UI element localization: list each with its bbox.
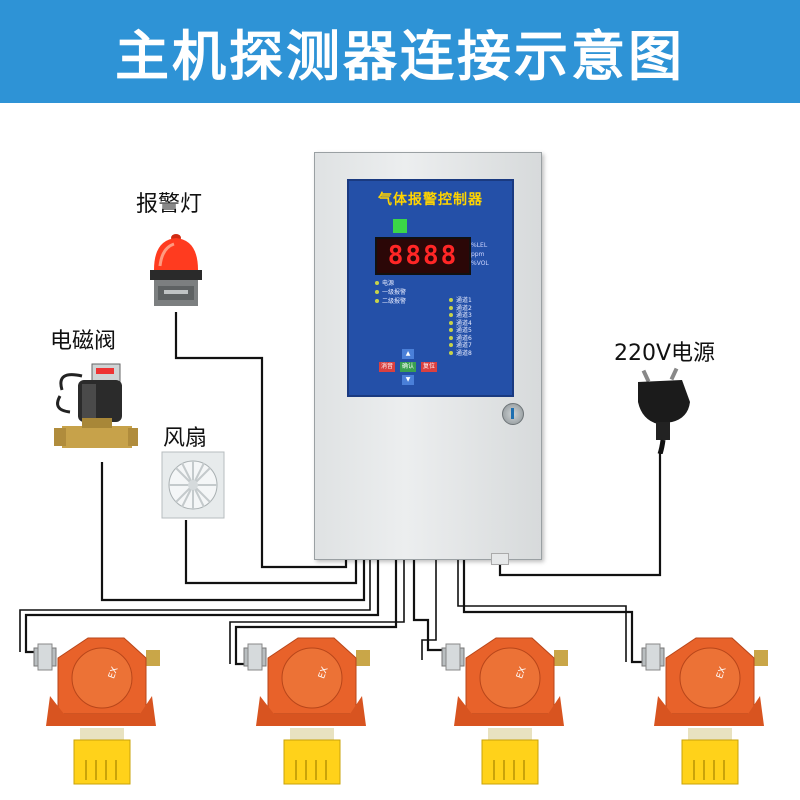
fan-icon: [161, 451, 225, 519]
wire-detector-4: [462, 558, 648, 664]
up-arrow-icon[interactable]: ▲: [402, 349, 414, 359]
gas-detector: EX: [436, 630, 576, 795]
channel-item: 通道4: [449, 320, 472, 328]
cable-gland: [491, 553, 509, 565]
silence-key[interactable]: 消音: [379, 362, 395, 372]
channel-item: 通道8: [449, 350, 472, 358]
reset-key[interactable]: 复位: [421, 362, 437, 372]
solenoid-valve-icon: [54, 363, 138, 448]
channel-list: 通道1 通道2 通道3 通道4 通道5 通道6 通道7 通道8: [449, 297, 472, 357]
status-alarm-1: 一级报警: [375, 288, 406, 297]
wire-valve: [100, 462, 366, 602]
keypad: ▲ 消音 确认 复位 ▼: [373, 349, 443, 389]
status-indicators: 电源 一级报警 二级报警: [375, 279, 406, 306]
detector-icon: [243, 637, 370, 785]
down-arrow-icon[interactable]: ▼: [402, 375, 414, 385]
wire-power: [498, 452, 662, 577]
channel-item: 通道1: [449, 297, 472, 305]
unit-vol: %VOL: [471, 260, 489, 267]
gas-detector: EX: [28, 630, 168, 795]
detector-icon: [641, 637, 768, 785]
key-lock-icon: [502, 403, 524, 425]
power-plug-icon: [638, 367, 690, 454]
power-label: 220V电源: [614, 341, 716, 366]
channel-item: 通道7: [449, 342, 472, 350]
fan-label: 风扇: [163, 426, 208, 451]
status-power: 电源: [375, 279, 406, 288]
title-banner: 主机探测器连接示意图: [0, 0, 800, 103]
alarm-lamp-label: 报警灯: [136, 192, 203, 217]
alarm-lamp-icon: [150, 234, 202, 306]
controller-panel: 气体报警控制器 8888 %LEL ppm %VOL 电源 一级报警 二级报警 …: [347, 179, 514, 397]
detector-icon: [441, 637, 568, 785]
page-title: 主机探测器连接示意图: [115, 25, 685, 88]
gas-detector: EX: [238, 630, 378, 795]
digital-display: 8888: [375, 237, 471, 275]
channel-item: 通道3: [449, 312, 472, 320]
wire-detector-3: [412, 558, 448, 652]
confirm-key[interactable]: 确认: [400, 362, 416, 372]
channel-item: 通道6: [449, 335, 472, 343]
power-led: [393, 219, 407, 233]
wire-detector-2: [234, 558, 398, 666]
unit-lel: %LEL: [471, 242, 488, 249]
unit-labels: %LEL ppm %VOL: [471, 241, 495, 268]
panel-title: 气体报警控制器: [378, 192, 483, 208]
gas-alarm-controller: 气体报警控制器 8888 %LEL ppm %VOL 电源 一级报警 二级报警 …: [314, 152, 542, 565]
detector-icon: [33, 637, 160, 785]
channel-item: 通道5: [449, 327, 472, 335]
solenoid-valve-label: 电磁阀: [50, 329, 117, 354]
wire-alarm-lamp: [174, 312, 348, 569]
wire-detector-1: [24, 558, 380, 654]
status-alarm-2: 二级报警: [375, 297, 406, 306]
gas-detector: EX: [636, 630, 776, 795]
channel-item: 通道2: [449, 305, 472, 313]
unit-ppm: ppm: [471, 251, 485, 258]
wire-fan: [184, 520, 358, 585]
